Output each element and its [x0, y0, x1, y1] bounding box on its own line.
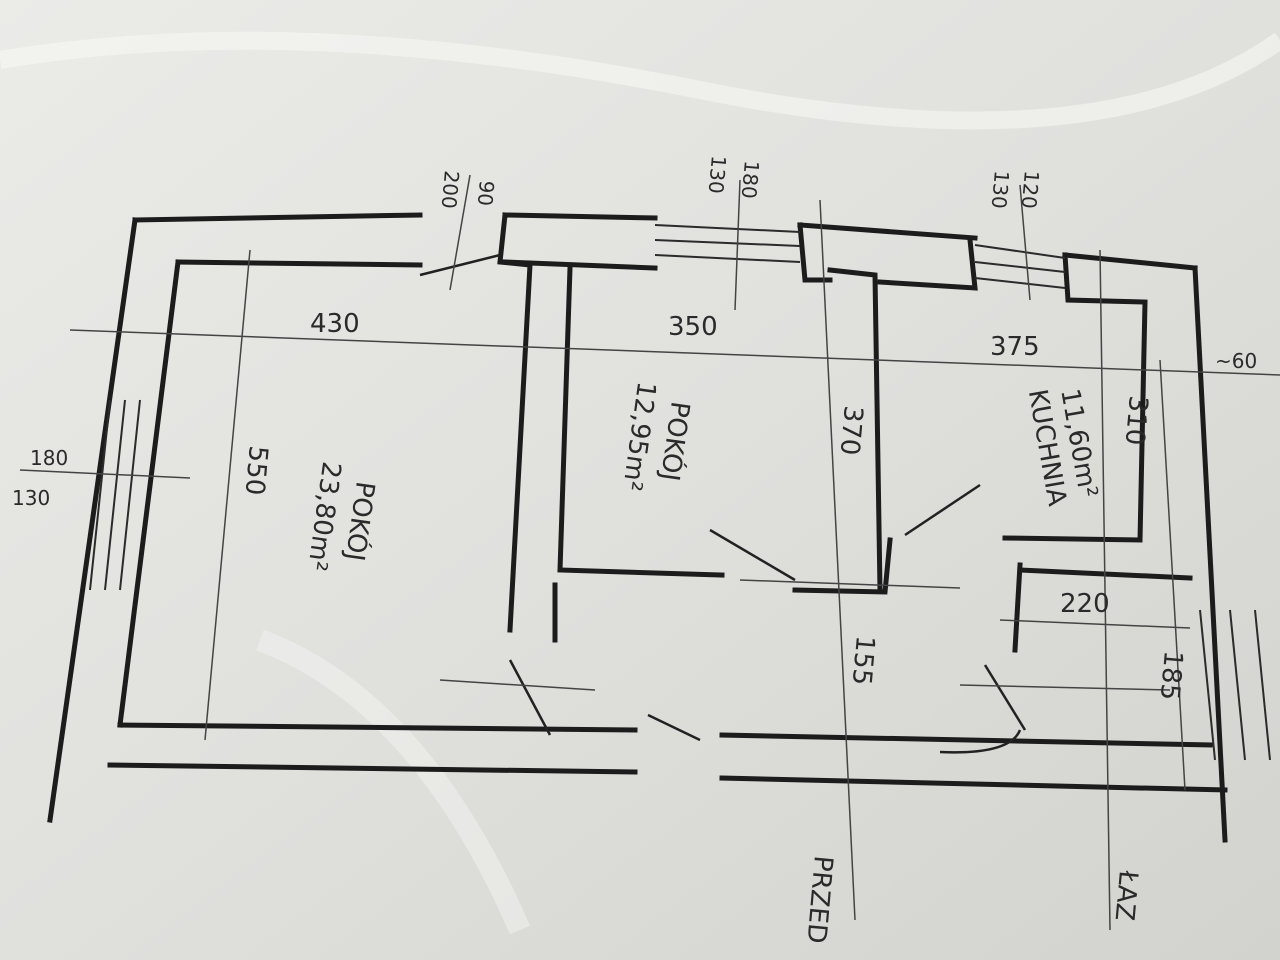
label-laz: ŁAZ [1109, 868, 1143, 922]
dim-220: 220 [1060, 589, 1110, 619]
dim-60: ~60 [1215, 349, 1257, 373]
dim-550: 550 [239, 444, 273, 496]
sheen-streak-2 [256, 629, 531, 935]
dim-350: 350 [668, 312, 718, 342]
opening-90: 90 [473, 180, 499, 207]
opening-120: 120 [1017, 170, 1044, 210]
door-swings [419, 253, 1027, 754]
dim-185: 185 [1154, 649, 1188, 701]
dimension-lines [19, 174, 1280, 931]
dim-430: 430 [310, 309, 360, 339]
opening-130: 130 [704, 155, 731, 195]
window-marks [89, 224, 1271, 761]
dim-375: 375 [990, 332, 1040, 362]
opening-left-130: 130 [12, 486, 50, 510]
sheen-streak [0, 31, 1280, 130]
dim-155: 155 [846, 634, 880, 686]
dim-310: 310 [1119, 394, 1153, 446]
opening-180: 180 [737, 160, 764, 200]
opening-left-180: 180 [30, 446, 68, 470]
dim-370: 370 [834, 404, 868, 456]
outer-walls [47, 212, 1228, 843]
opening-200: 200 [437, 170, 464, 210]
interior-walls [497, 212, 1193, 653]
opening-130-b: 130 [987, 170, 1014, 210]
